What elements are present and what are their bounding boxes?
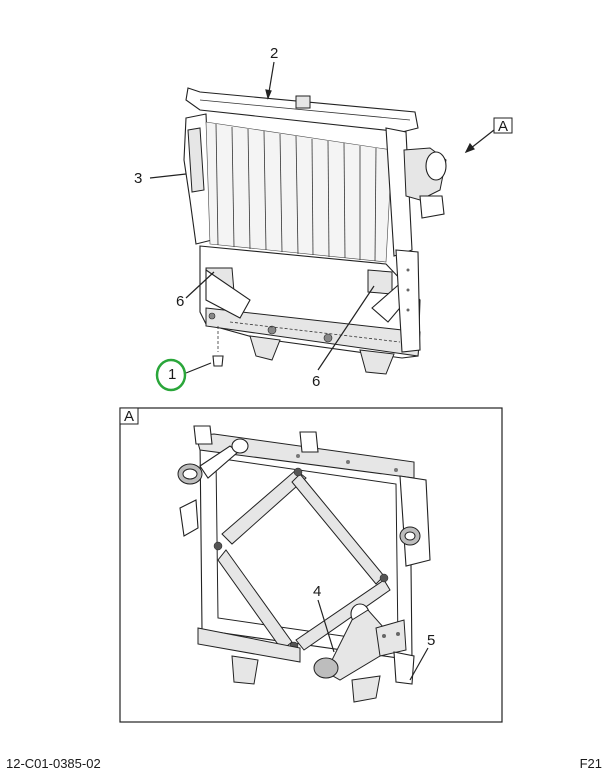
brace-upper-left <box>221 469 307 545</box>
radiator-assembly-main-view <box>183 87 447 375</box>
pipe-bracket <box>375 619 407 657</box>
left-foot <box>249 335 281 361</box>
view-ref-label: A <box>498 118 508 135</box>
detail-view-leaders <box>317 599 429 681</box>
rear-right-foot <box>351 675 381 703</box>
callout-6-left: 6 <box>176 293 184 310</box>
callout-1: 1 <box>168 366 176 383</box>
view-ref-box <box>493 117 513 134</box>
rear-bottom-rail <box>197 627 301 663</box>
detail-view-tag <box>119 407 139 425</box>
main-view-leaders <box>149 61 495 374</box>
detail-view-frame <box>119 407 503 723</box>
mount-bracket <box>393 651 415 685</box>
top-mount-tab <box>295 95 311 109</box>
rear-top-tab <box>299 431 319 453</box>
callout-2: 2 <box>270 45 278 62</box>
rear-left-bracket <box>179 499 199 537</box>
callout-3: 3 <box>134 170 142 187</box>
radiator-core <box>205 121 393 263</box>
callout-5: 5 <box>427 632 435 649</box>
brace-lower-right <box>295 579 391 651</box>
page-code: F21 <box>579 756 602 771</box>
detail-view-label: A <box>124 408 134 425</box>
right-foot <box>359 349 395 375</box>
radiator-assembly-rear-view <box>177 425 431 703</box>
callout-6-right: 6 <box>312 373 320 390</box>
isolator-nut <box>212 355 224 367</box>
callout-4: 4 <box>313 583 321 600</box>
highlight-circle <box>155 358 187 392</box>
lower-pipe-coupling <box>313 657 339 679</box>
right-post <box>395 249 421 353</box>
drawing-number: 12-C01-0385-02 <box>6 756 101 771</box>
rear-left-foot <box>231 655 259 685</box>
brace-upper-right <box>291 473 385 585</box>
